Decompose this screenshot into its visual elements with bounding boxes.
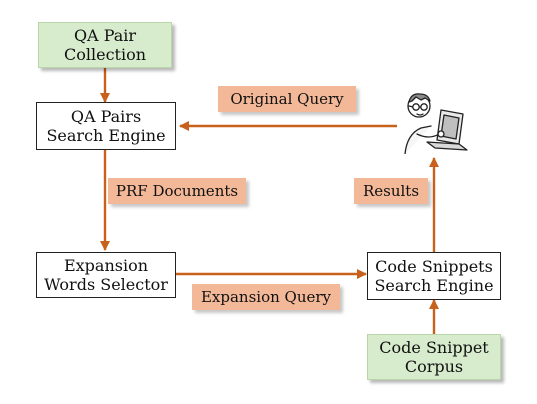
code-snippets-search-engine-line-1: Code Snippets bbox=[375, 257, 493, 276]
qa-pair-collection-box: QA Pair Collection bbox=[38, 22, 172, 68]
qa-pair-collection-line-2: Collection bbox=[63, 45, 147, 64]
code-snippets-search-engine-box: Code Snippets Search Engine bbox=[367, 252, 501, 300]
qa-pairs-search-engine-line-2: Search Engine bbox=[46, 126, 166, 145]
qa-pair-collection-line-1: QA Pair bbox=[73, 26, 137, 45]
expansion-words-selector-line-2: Words Selector bbox=[44, 275, 168, 294]
prf-documents-label: PRF Documents bbox=[108, 178, 246, 204]
expansion-words-selector-box: Expansion Words Selector bbox=[36, 252, 176, 298]
results-label: Results bbox=[354, 178, 428, 204]
expansion-query-label: Expansion Query bbox=[192, 284, 340, 310]
original-query-label: Original Query bbox=[218, 86, 356, 112]
expansion-words-selector-line-1: Expansion bbox=[63, 256, 149, 275]
code-snippet-corpus-box: Code Snippet Corpus bbox=[367, 334, 501, 380]
code-snippets-search-engine-line-2: Search Engine bbox=[374, 276, 494, 295]
code-snippet-corpus-line-1: Code Snippet bbox=[379, 338, 489, 357]
qa-pairs-search-engine-line-1: QA Pairs bbox=[70, 107, 142, 126]
code-snippet-corpus-line-2: Corpus bbox=[404, 357, 464, 376]
user-at-laptop-icon bbox=[404, 93, 468, 154]
qa-pairs-search-engine-box: QA Pairs Search Engine bbox=[36, 102, 176, 150]
